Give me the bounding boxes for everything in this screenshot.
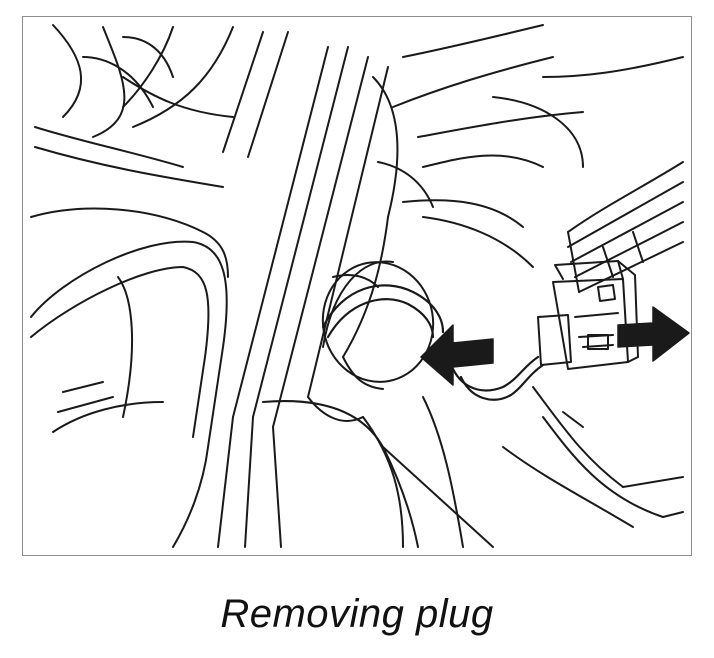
right-arrow-icon [617, 306, 690, 362]
lower-right-dash [502, 386, 684, 528]
right-dashboard-lines [377, 24, 684, 268]
dashboard-lines [34, 24, 289, 188]
left-arrow-icon [420, 324, 494, 386]
figure-caption: Removing plug [220, 592, 494, 636]
wiring-harness [321, 284, 545, 401]
connector-plug [537, 260, 639, 370]
column-shroud [30, 207, 229, 548]
illustration-frame [22, 16, 692, 556]
lower-console [262, 396, 494, 548]
car-interior-line-drawing [30, 24, 690, 548]
socket-opening [321, 260, 435, 383]
air-vent [567, 161, 684, 293]
center-pillar [217, 46, 399, 548]
